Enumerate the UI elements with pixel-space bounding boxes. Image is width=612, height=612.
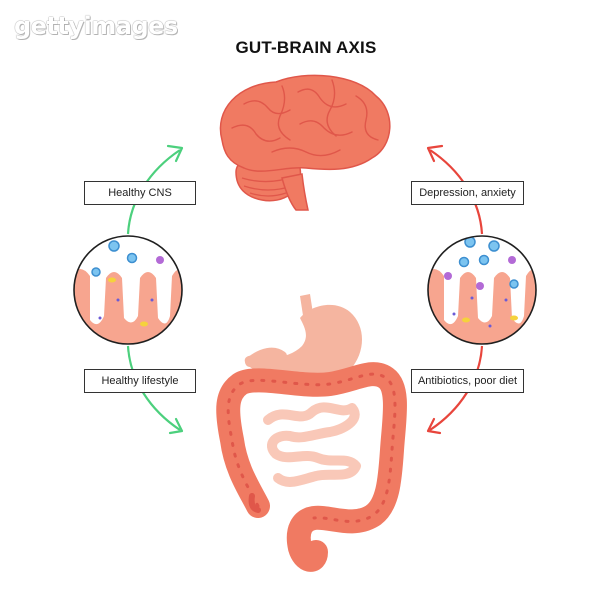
- immune-cell: [91, 267, 101, 277]
- cerebrum: [219, 74, 391, 172]
- villi: [74, 269, 182, 344]
- immune-cell: [458, 256, 470, 268]
- bacteria: [140, 321, 148, 327]
- virus-particle: [508, 256, 516, 264]
- virus-particle: [156, 256, 164, 264]
- bacteria: [462, 317, 470, 323]
- immune-cell: [478, 254, 490, 266]
- brain-illustration: [219, 74, 391, 211]
- label-depression-anxiety: Depression, anxiety: [411, 181, 524, 205]
- villi: [428, 269, 536, 344]
- immune-cell: [488, 240, 500, 252]
- small-intestine: [263, 402, 361, 487]
- immune-cell: [126, 252, 138, 264]
- virus-particle: [444, 272, 452, 280]
- healthy-arrow-down: [126, 345, 181, 431]
- page-title: GUT-BRAIN AXIS: [235, 38, 377, 57]
- label-healthy-cns: Healthy CNS: [84, 181, 196, 205]
- bacteria: [108, 277, 116, 283]
- virus-particle: [476, 282, 484, 290]
- appendix: [248, 493, 261, 513]
- label-healthy-lifestyle: Healthy lifestyle: [84, 369, 196, 393]
- brain-stem: [281, 173, 309, 211]
- unhealthy-arrow-down: [429, 345, 484, 431]
- gettyimages-watermark: gettyimages: [14, 12, 178, 40]
- bacteria: [510, 315, 518, 321]
- unhealthy-microbiome-circle: [427, 235, 537, 345]
- unhealthy-arrowhead-down: [426, 417, 442, 435]
- large-intestine: [216, 362, 407, 572]
- duodenum: [245, 347, 287, 367]
- unhealthy-arrowhead-up: [426, 144, 444, 163]
- immune-cell: [108, 240, 120, 252]
- healthy-arrowhead-down: [168, 417, 184, 435]
- stomach: [244, 304, 362, 389]
- digestive-system-illustration: [216, 294, 407, 572]
- immune-cell: [509, 279, 519, 289]
- healthy-arrowhead-up: [166, 144, 184, 163]
- healthy-microbiome-circle: [73, 235, 183, 345]
- label-antibiotics-poor-diet: Antibiotics, poor diet: [411, 369, 524, 393]
